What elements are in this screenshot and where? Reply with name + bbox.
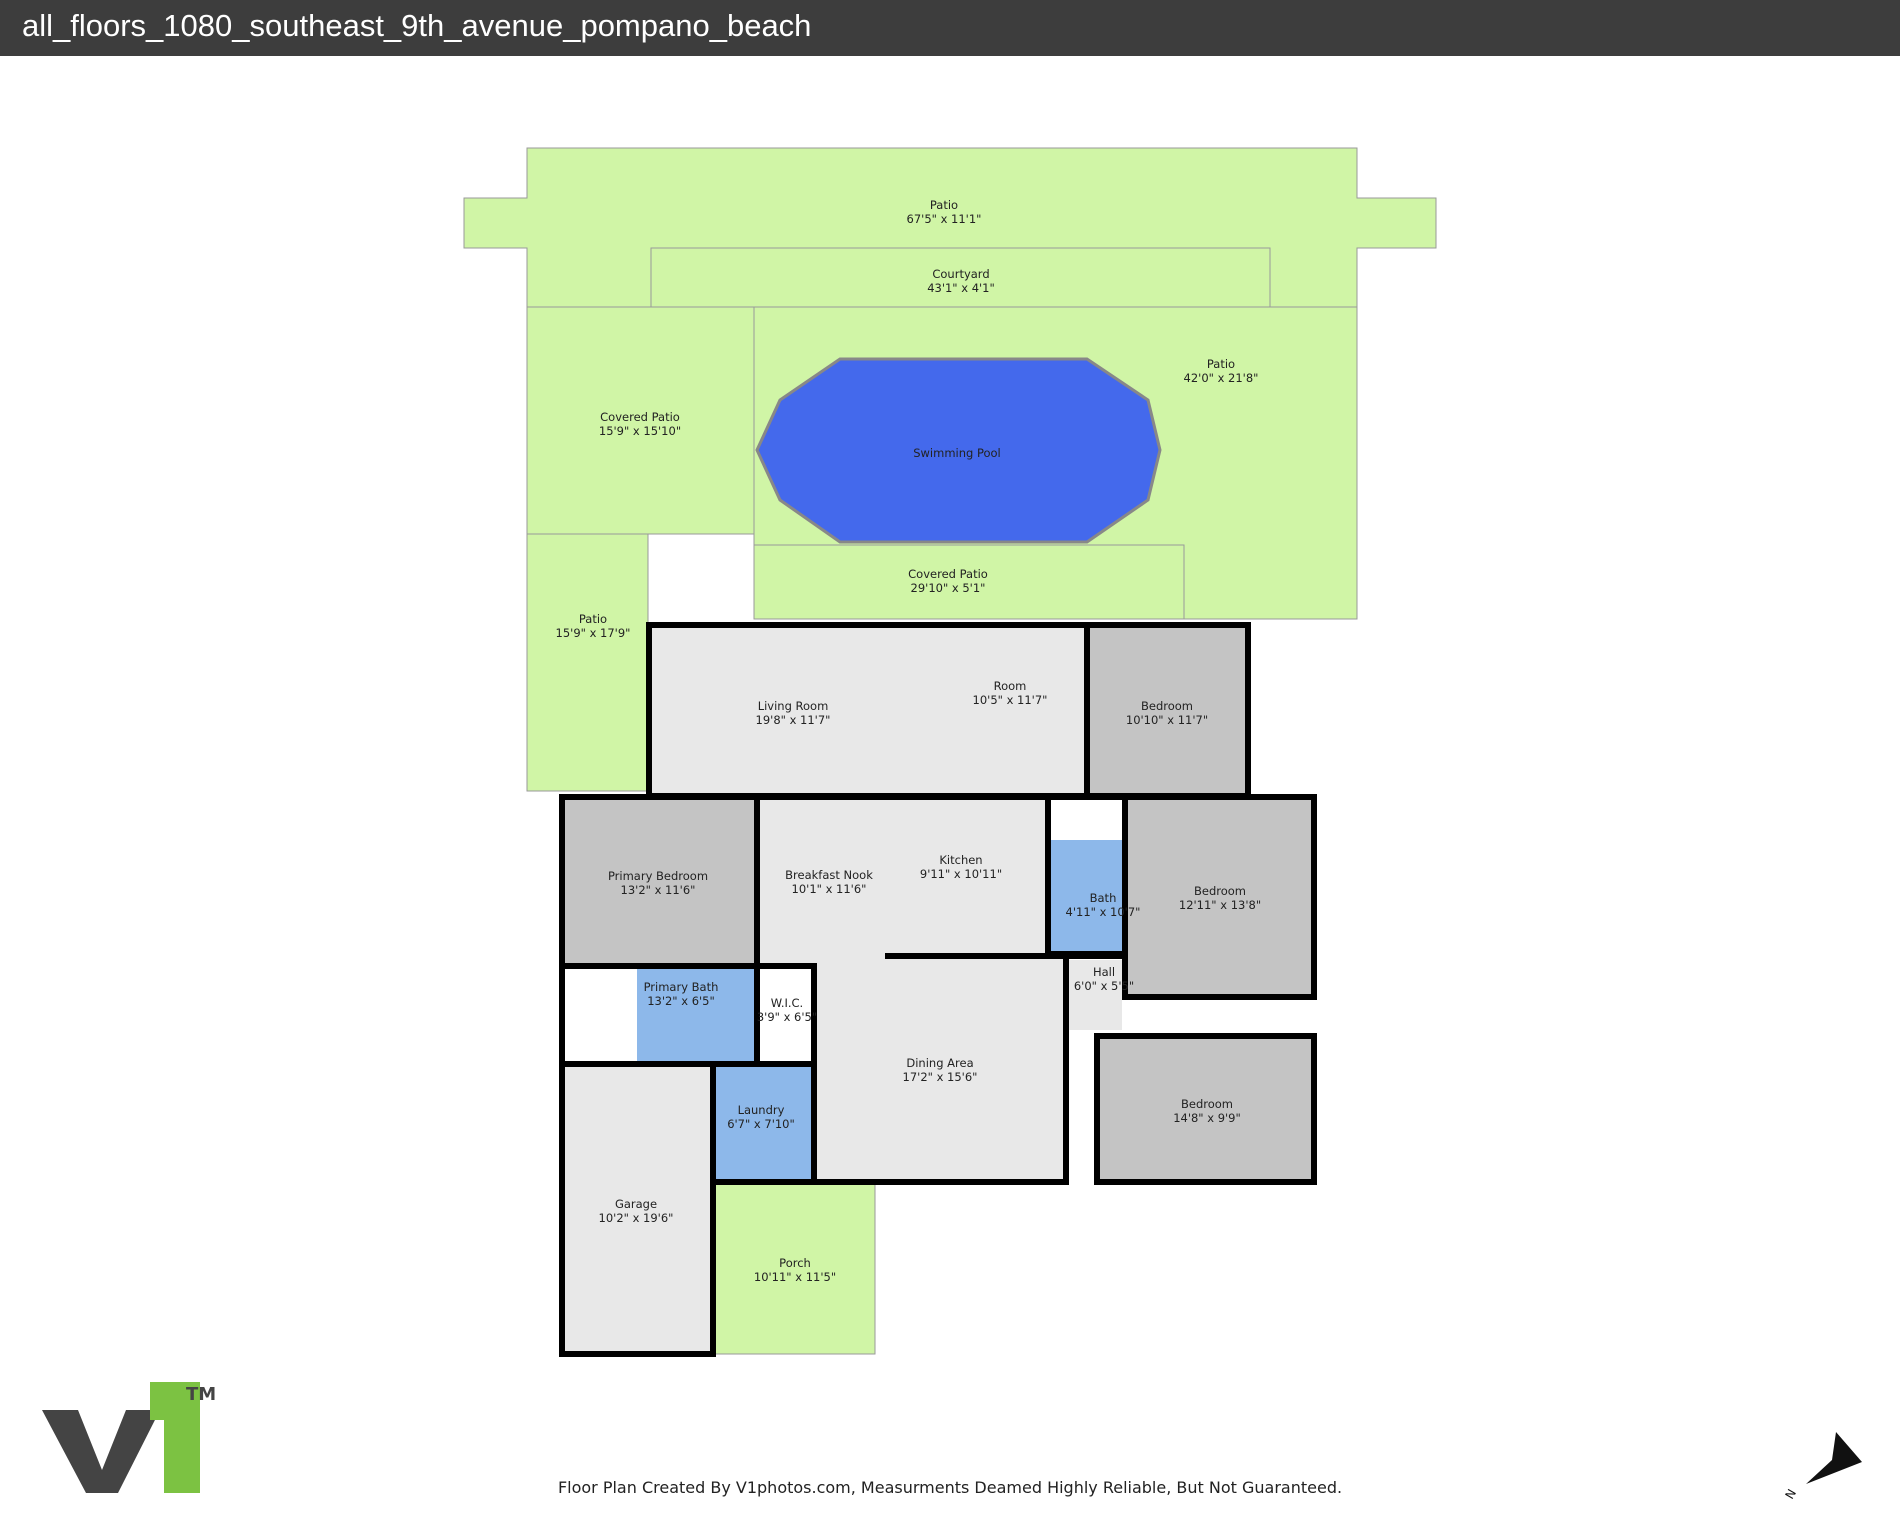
room-name: Primary Bath xyxy=(644,980,719,994)
svg-text:Swimming Pool: Swimming Pool xyxy=(913,446,1001,460)
room-dims: 4'11" x 10'7" xyxy=(1066,905,1141,919)
title-bar: all_floors_1080_southeast_9th_avenue_pom… xyxy=(0,0,1900,56)
bath-blue xyxy=(1051,840,1122,951)
laundry xyxy=(710,1061,817,1185)
room-name: Patio xyxy=(579,612,607,626)
room-name: Covered Patio xyxy=(908,567,988,581)
room-name: Dining Area xyxy=(906,1056,973,1070)
room-name: Kitchen xyxy=(939,853,982,867)
room-dims: 43'1" x 4'1" xyxy=(927,281,995,295)
room-name: Bedroom xyxy=(1194,884,1246,898)
room-dims: 67'5" x 11'1" xyxy=(907,212,982,226)
trademark: TM xyxy=(186,1384,216,1405)
room-name: Living Room xyxy=(758,699,829,713)
room-dims: 10'10" x 11'7" xyxy=(1126,713,1208,727)
room-name: Bath xyxy=(1090,891,1117,905)
swimming-pool xyxy=(755,357,1162,544)
bedroom-right xyxy=(1122,794,1317,1000)
room-name: W.I.C. xyxy=(771,996,803,1010)
porch xyxy=(712,1181,876,1355)
room-dims: 13'2" x 6'5" xyxy=(647,994,715,1008)
patio-left-lower xyxy=(526,533,649,792)
room-dims: 19'8" x 11'7" xyxy=(756,713,831,727)
svg-text:W.I.C.3'9" x 6'5": W.I.C.3'9" x 6'5" xyxy=(757,996,817,1024)
garage xyxy=(559,1061,716,1357)
room-name: Courtyard xyxy=(932,267,989,281)
room-name: Breakfast Nook xyxy=(785,868,873,882)
room-name: Swimming Pool xyxy=(913,446,1001,460)
room-dims: 13'2" x 11'6" xyxy=(621,883,696,897)
covered-patio-bottom xyxy=(753,544,1185,620)
covered-patio-left xyxy=(526,306,755,535)
v1-logo: TM xyxy=(42,1382,216,1493)
wic xyxy=(754,963,817,1067)
room-name: Primary Bedroom xyxy=(608,869,708,883)
room-dims: 6'0" x 5'5" xyxy=(1074,979,1134,993)
room-dims: 10'2" x 19'6" xyxy=(599,1211,674,1225)
room-dims: 9'11" x 10'11" xyxy=(920,867,1002,881)
room-name: Porch xyxy=(779,1256,811,1270)
room-dims: 15'9" x 15'10" xyxy=(599,424,681,438)
room-dims: 15'9" x 17'9" xyxy=(556,626,631,640)
primary-bath-blue xyxy=(637,969,754,1061)
room-dims: 6'7" x 7'10" xyxy=(727,1117,795,1131)
room-dims: 3'9" x 6'5" xyxy=(757,1010,817,1024)
hall xyxy=(1069,960,1122,1030)
room-name: Room xyxy=(994,679,1027,693)
room-name: Laundry xyxy=(738,1103,785,1117)
room-dims: 12'11" x 13'8" xyxy=(1179,898,1261,912)
room-name: Garage xyxy=(615,1197,657,1211)
room-dims: 10'1" x 11'6" xyxy=(792,882,867,896)
room-dims: 14'8" x 9'9" xyxy=(1173,1111,1241,1125)
window-title: all_floors_1080_southeast_9th_avenue_pom… xyxy=(22,8,812,43)
room-dims: 17'2" x 15'6" xyxy=(903,1070,978,1084)
room-name: Hall xyxy=(1093,965,1115,979)
room-name: Bedroom xyxy=(1181,1097,1233,1111)
room-dims: 10'5" x 11'7" xyxy=(973,693,1048,707)
bedroom-lower xyxy=(1094,1033,1317,1185)
living-room xyxy=(646,622,1090,799)
courtyard xyxy=(650,247,1271,308)
room-dims: 10'11" x 11'5" xyxy=(754,1270,836,1284)
room-dims: 42'0" x 21'8" xyxy=(1184,371,1259,385)
room-name: Bedroom xyxy=(1141,699,1193,713)
room-dims: 29'10" x 5'1" xyxy=(911,581,986,595)
room-name: Covered Patio xyxy=(600,410,680,424)
room-name: Patio xyxy=(930,198,958,212)
footer-disclaimer: Floor Plan Created By V1photos.com, Meas… xyxy=(557,1478,1343,1497)
room-name: Patio xyxy=(1207,357,1235,371)
bedroom-top xyxy=(1084,622,1251,799)
